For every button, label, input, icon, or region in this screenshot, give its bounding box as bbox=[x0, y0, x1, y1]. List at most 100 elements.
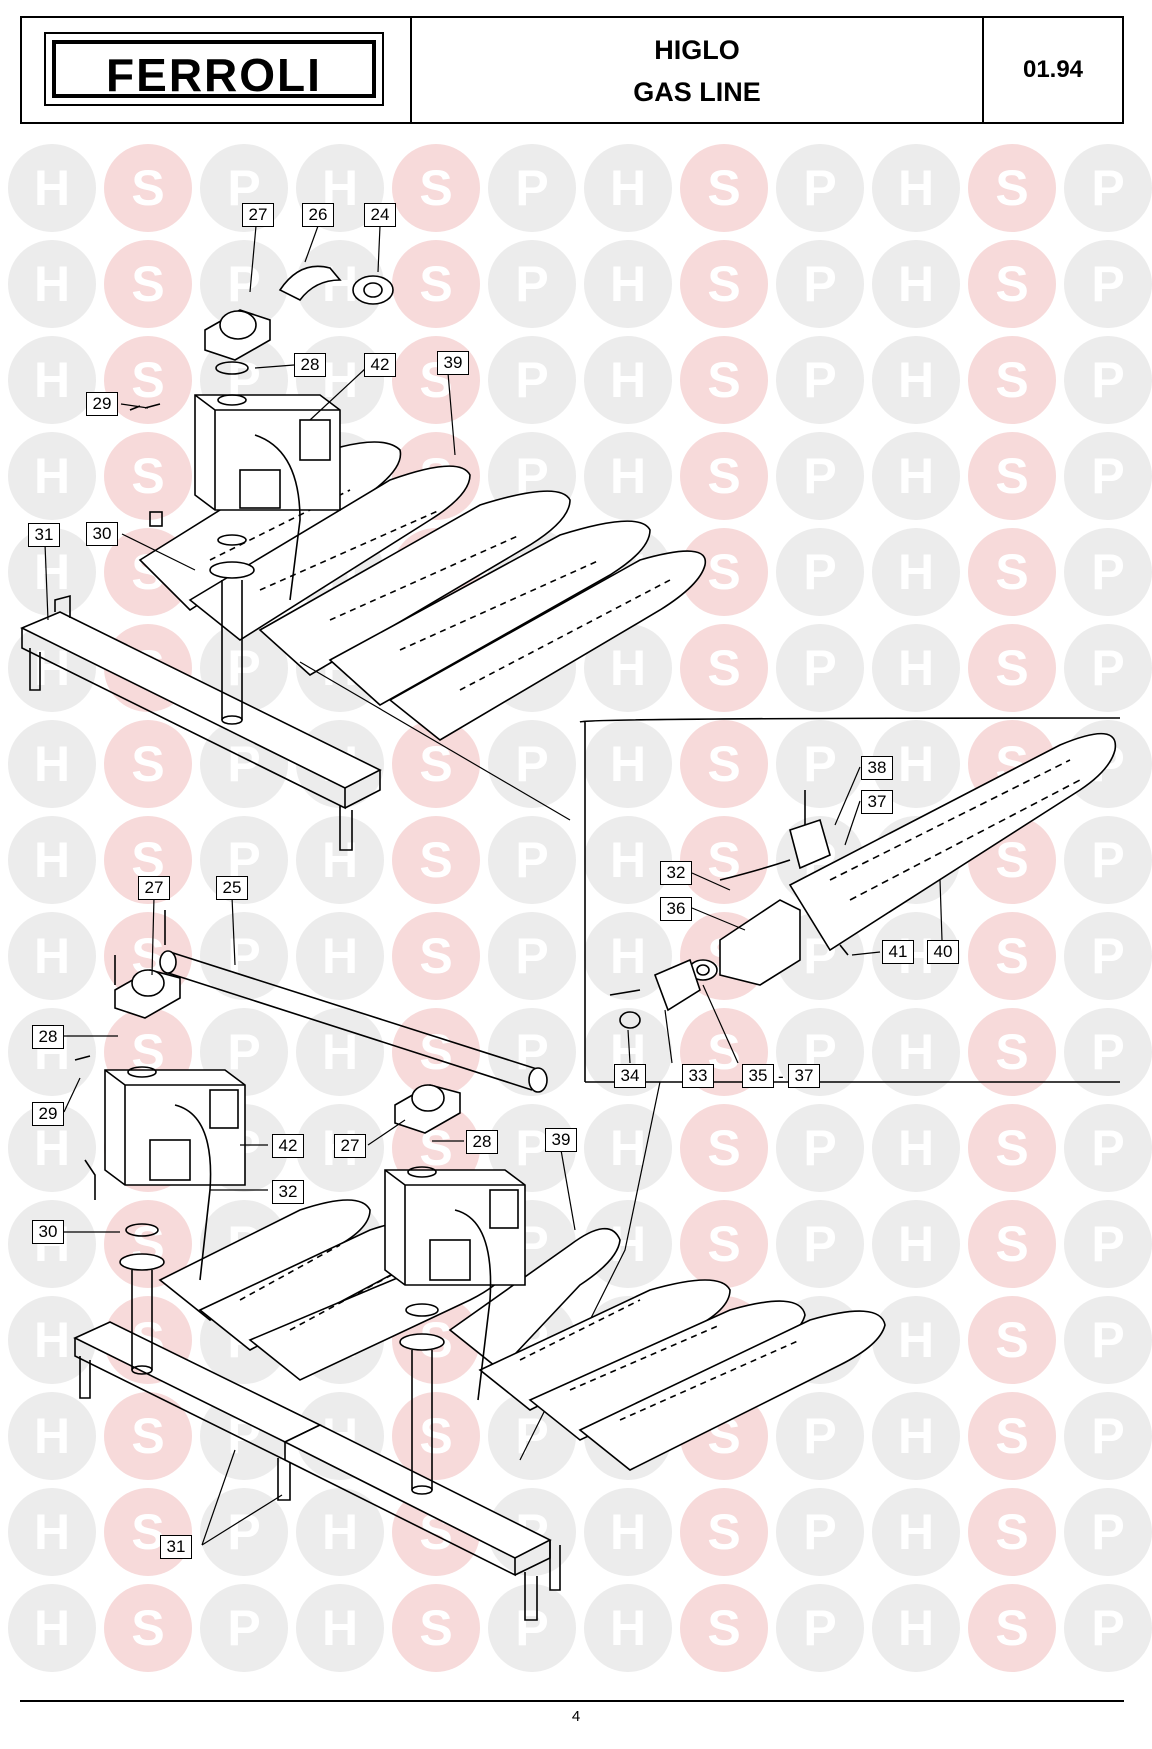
watermark-s-mark: S bbox=[104, 144, 192, 232]
watermark-p-mark: P bbox=[776, 720, 864, 808]
title-cell: HIGLO GAS LINE bbox=[412, 18, 984, 122]
svg-text:P: P bbox=[803, 1600, 836, 1656]
leader-lines-top bbox=[44, 225, 456, 621]
watermark-h-mark: H bbox=[584, 1488, 672, 1576]
brand-name: FERROLI bbox=[106, 49, 322, 101]
watermark-p-mark: P bbox=[776, 336, 864, 424]
watermark-s-mark: S bbox=[680, 720, 768, 808]
watermark-p-mark: P bbox=[1064, 240, 1152, 328]
svg-text:H: H bbox=[610, 1600, 646, 1656]
watermark-h-mark: H bbox=[872, 432, 960, 520]
svg-text:S: S bbox=[419, 832, 452, 888]
watermark-h-mark: H bbox=[296, 1584, 384, 1672]
watermark-h-mark: H bbox=[296, 1488, 384, 1576]
watermark-h-mark: H bbox=[8, 1392, 96, 1480]
svg-text:S: S bbox=[995, 352, 1028, 408]
svg-text:S: S bbox=[995, 544, 1028, 600]
svg-text:P: P bbox=[803, 1216, 836, 1272]
watermark-p-mark: P bbox=[1064, 1008, 1152, 1096]
watermark-s-mark: S bbox=[104, 1392, 192, 1480]
svg-text:S: S bbox=[995, 1504, 1028, 1560]
svg-text:H: H bbox=[34, 1120, 70, 1176]
svg-text:P: P bbox=[1091, 928, 1124, 984]
svg-text:H: H bbox=[610, 640, 646, 696]
svg-text:H: H bbox=[34, 160, 70, 216]
title-block: FERROLI HIGLO GAS LINE 01.94 bbox=[20, 16, 1124, 124]
leader-lines-bottom bbox=[63, 896, 576, 1546]
svg-text:H: H bbox=[898, 1504, 934, 1560]
callout-27-bottom-left: 27 bbox=[138, 876, 170, 900]
svg-text:S: S bbox=[707, 1216, 740, 1272]
svg-text:H: H bbox=[610, 832, 646, 888]
svg-text:P: P bbox=[515, 928, 548, 984]
svg-text:H: H bbox=[34, 832, 70, 888]
watermark-p-mark: P bbox=[1064, 1488, 1152, 1576]
callout-36: 36 bbox=[660, 897, 692, 921]
watermark-p-mark: P bbox=[488, 1584, 576, 1672]
svg-text:P: P bbox=[1091, 1216, 1124, 1272]
watermark-h-mark: H bbox=[872, 1296, 960, 1384]
callout-30-top: 30 bbox=[86, 522, 118, 546]
gas-valve-bottom-left bbox=[74, 1055, 246, 1281]
elbow-assembly-top bbox=[129, 265, 394, 527]
callout-39-bottom: 39 bbox=[545, 1128, 577, 1152]
watermark-s-mark: S bbox=[968, 1296, 1056, 1384]
svg-text:S: S bbox=[131, 256, 164, 312]
svg-text:H: H bbox=[34, 256, 70, 312]
callout-35: 35 bbox=[742, 1064, 774, 1088]
watermark-h-mark: H bbox=[584, 912, 672, 1000]
watermark-s-mark: S bbox=[104, 336, 192, 424]
watermark-p-mark: P bbox=[776, 432, 864, 520]
svg-text:P: P bbox=[803, 160, 836, 216]
watermark-s-mark: S bbox=[104, 1584, 192, 1672]
watermark-p-mark: P bbox=[1064, 816, 1152, 904]
svg-text:S: S bbox=[707, 544, 740, 600]
watermark-s-mark: S bbox=[968, 1104, 1056, 1192]
svg-text:S: S bbox=[995, 1600, 1028, 1656]
watermark-h-mark: H bbox=[584, 240, 672, 328]
svg-text:H: H bbox=[898, 352, 934, 408]
svg-text:H: H bbox=[898, 544, 934, 600]
burner-blades-top bbox=[138, 441, 707, 741]
svg-text:S: S bbox=[131, 352, 164, 408]
svg-text:P: P bbox=[1091, 352, 1124, 408]
callout-41: 41 bbox=[882, 940, 914, 964]
model-name: HIGLO bbox=[654, 35, 740, 65]
svg-text:S: S bbox=[995, 448, 1028, 504]
svg-text:S: S bbox=[419, 160, 452, 216]
watermark-h-mark: H bbox=[8, 816, 96, 904]
watermark-p-mark: P bbox=[1064, 912, 1152, 1000]
watermark-h-mark: H bbox=[584, 720, 672, 808]
svg-text:H: H bbox=[322, 1600, 358, 1656]
callout-32-inset: 32 bbox=[660, 861, 692, 885]
svg-text:S: S bbox=[419, 1408, 452, 1464]
watermark-h-mark: H bbox=[584, 336, 672, 424]
callout-37-range: 37 bbox=[788, 1064, 820, 1088]
watermark-p-mark: P bbox=[776, 528, 864, 616]
svg-text:H: H bbox=[34, 1504, 70, 1560]
watermark-s-mark: S bbox=[104, 432, 192, 520]
watermark-s-mark: S bbox=[680, 1488, 768, 1576]
svg-text:S: S bbox=[419, 928, 452, 984]
watermark-h-mark: H bbox=[584, 1584, 672, 1672]
callout-28-bottom-right: 28 bbox=[466, 1130, 498, 1154]
watermark-h-mark: H bbox=[872, 144, 960, 232]
callout-26: 26 bbox=[302, 203, 334, 227]
svg-text:P: P bbox=[1091, 1600, 1124, 1656]
svg-text:P: P bbox=[803, 352, 836, 408]
watermark-h-mark: H bbox=[872, 720, 960, 808]
watermark-h-mark: H bbox=[872, 1200, 960, 1288]
svg-text:H: H bbox=[898, 448, 934, 504]
watermark-h-mark: H bbox=[8, 1200, 96, 1288]
svg-text:P: P bbox=[515, 256, 548, 312]
date-code: 01.94 bbox=[1022, 56, 1084, 83]
svg-text:H: H bbox=[898, 1312, 934, 1368]
svg-text:P: P bbox=[515, 736, 548, 792]
watermark-s-mark: S bbox=[392, 816, 480, 904]
watermark-p-mark: P bbox=[1064, 1104, 1152, 1192]
svg-text:S: S bbox=[995, 928, 1028, 984]
watermark-p-mark: P bbox=[488, 240, 576, 328]
watermark-h-mark: H bbox=[872, 240, 960, 328]
svg-text:H: H bbox=[322, 352, 358, 408]
svg-text:S: S bbox=[131, 1408, 164, 1464]
